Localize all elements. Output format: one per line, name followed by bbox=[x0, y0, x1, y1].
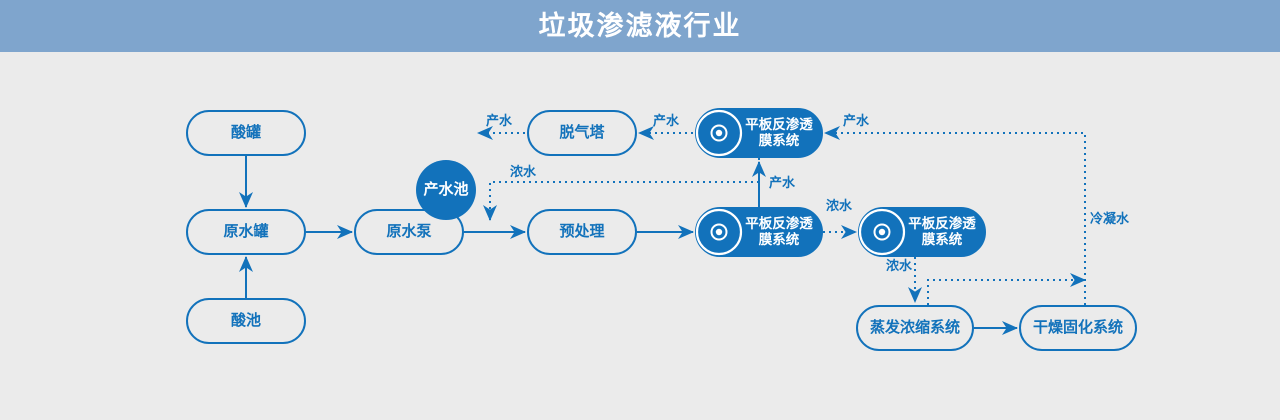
diagram-canvas: 酸罐 原水罐 酸池 原水泵 预处理 产水池 脱气塔 平板反渗透膜系统 bbox=[0, 52, 1280, 420]
node-acid-tank[interactable]: 酸罐 bbox=[186, 110, 306, 156]
concentric-circle-icon bbox=[695, 208, 743, 256]
node-acid-pool[interactable]: 酸池 bbox=[186, 298, 306, 344]
concentric-circle-icon bbox=[858, 208, 906, 256]
node-label: 预处理 bbox=[559, 222, 605, 240]
edge-rotop-concentrate bbox=[483, 158, 760, 221]
edge-label-product-water-3: 产水 bbox=[843, 113, 870, 128]
node-label: 平板反渗透膜系统 bbox=[908, 216, 976, 247]
node-label: 平板反渗透膜系统 bbox=[745, 216, 813, 247]
node-label: 原水罐 bbox=[223, 222, 269, 240]
node-raw-water-tank[interactable]: 原水罐 bbox=[186, 209, 306, 255]
node-label: 平板反渗透膜系统 bbox=[745, 117, 813, 148]
connector-layer bbox=[239, 126, 1086, 335]
node-label: 脱气塔 bbox=[559, 123, 605, 141]
node-label: 酸罐 bbox=[230, 123, 261, 141]
node-label: 产水池 bbox=[423, 180, 469, 198]
node-ro-system-mid-2[interactable]: 平板反渗透膜系统 bbox=[858, 207, 986, 257]
node-label: 蒸发浓缩系统 bbox=[869, 318, 960, 336]
node-drying-system[interactable]: 干燥固化系统 bbox=[1019, 305, 1137, 351]
page-header: 垃圾渗滤液行业 bbox=[0, 0, 1280, 52]
node-label: 原水泵 bbox=[386, 222, 432, 240]
edge-label-product-water-4: 产水 bbox=[769, 175, 796, 190]
node-product-water-pool[interactable]: 产水池 bbox=[416, 160, 476, 220]
node-ro-system-top[interactable]: 平板反渗透膜系统 bbox=[695, 108, 823, 158]
node-evaporation-system[interactable]: 蒸发浓缩系统 bbox=[856, 305, 974, 351]
page-title: 垃圾渗滤液行业 bbox=[538, 10, 742, 41]
edge-label-condensate: 冷凝水 bbox=[1090, 211, 1130, 226]
edge-label-concentrate-1: 浓水 bbox=[510, 164, 537, 179]
edge-evap-branch-right bbox=[927, 273, 1086, 305]
concentric-circle-icon bbox=[695, 109, 743, 157]
edge-label-concentrate-3: 浓水 bbox=[886, 258, 913, 273]
node-pretreatment[interactable]: 预处理 bbox=[527, 209, 637, 255]
edge-label-concentrate-2: 浓水 bbox=[826, 198, 853, 213]
node-label: 干燥固化系统 bbox=[1032, 318, 1123, 336]
node-label: 酸池 bbox=[230, 311, 261, 329]
edge-label-product-water-2: 产水 bbox=[653, 113, 680, 128]
edge-label-product-water-1: 产水 bbox=[486, 113, 513, 128]
node-raw-water-pump[interactable]: 原水泵 bbox=[354, 209, 464, 255]
node-ro-system-mid-1[interactable]: 平板反渗透膜系统 bbox=[695, 207, 823, 257]
node-degassing-tower[interactable]: 脱气塔 bbox=[527, 110, 637, 156]
